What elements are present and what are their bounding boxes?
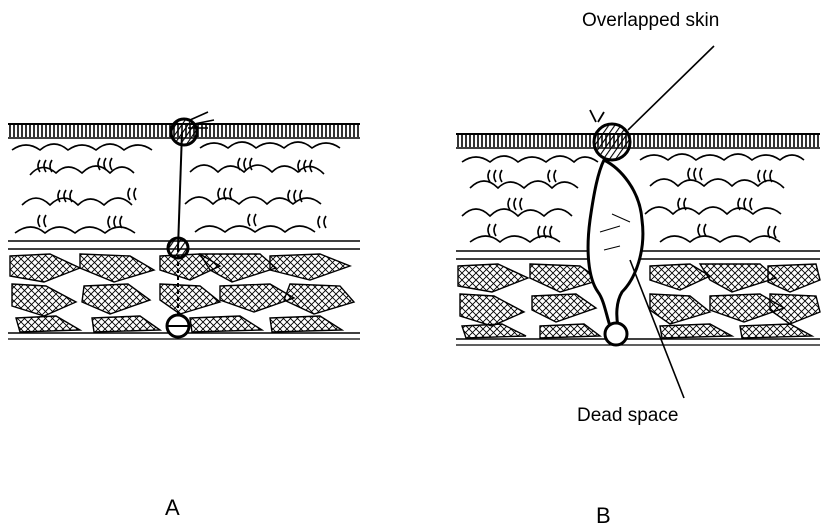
panel-a-tissue	[8, 124, 360, 339]
dead-space-cavity	[588, 160, 643, 326]
panel-b-label: B	[596, 503, 611, 529]
panel-b-epidermis	[456, 135, 820, 147]
overlapped-skin-leader	[628, 46, 714, 130]
panel-a-fascia-knot	[168, 238, 188, 258]
panel-a-skin-knot	[171, 119, 197, 145]
panel-b-deep-knot	[605, 323, 627, 345]
overlapped-skin-marker	[594, 124, 630, 160]
overlapped-skin-label: Overlapped skin	[582, 10, 719, 32]
panel-b-muscle-layer	[458, 264, 820, 338]
panel-a-label: A	[165, 495, 180, 521]
dead-space-label: Dead space	[577, 405, 678, 427]
panel-a-fat-layer	[12, 142, 340, 233]
